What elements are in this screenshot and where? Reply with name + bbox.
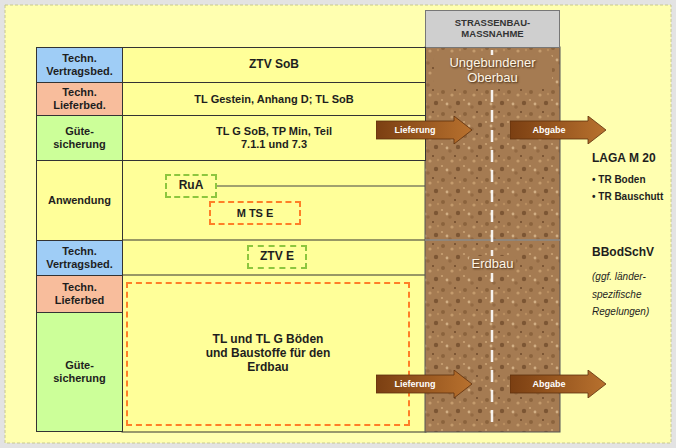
row-heading-cell: Anwendung — [36, 160, 123, 241]
header-box: STRASSENBAU- MASSNAHME — [425, 10, 560, 48]
row-heading-cell: Güte- sicherung — [36, 115, 123, 161]
soil-column — [425, 47, 560, 432]
regulation-item: • TR Bauschutt — [592, 191, 663, 203]
table-cell: ZTV SoB — [122, 47, 426, 83]
cell-text: M TS E — [237, 207, 274, 220]
arrow-label: Lieferung — [394, 379, 453, 389]
rule-box: RuA — [165, 174, 217, 198]
arrow-body — [376, 370, 472, 398]
row-heading-cell: Techn. Lieferbed — [36, 275, 123, 313]
arrow-label: Abgabe — [532, 379, 583, 389]
construction-layer: Erdbau — [425, 240, 560, 432]
cell-text: STRASSENBAU- MASSNAHME — [434, 18, 552, 40]
cell-text: ZTV E — [260, 250, 294, 264]
regulation-label: BBodSchV — [592, 245, 654, 259]
delivery-arrow: Lieferung — [376, 370, 472, 398]
cell-text: Techn. Lieferbed — [44, 281, 116, 306]
road-centre-line — [491, 50, 494, 430]
arrow-body — [510, 116, 606, 144]
rule-box: TL und TL G Böden und Baustoffe für den … — [126, 282, 410, 426]
connector-line — [217, 185, 425, 186]
panel — [5, 5, 671, 443]
table-cell: TL Gestein, Anhang D; TL SoB — [122, 82, 426, 116]
arrow-label: Abgabe — [532, 125, 583, 135]
cell-text: Techn. Vertragsbed. — [44, 245, 116, 270]
row-heading-cell: Güte- sicherung — [36, 312, 123, 432]
cell-text: ZTV SoB — [249, 58, 299, 72]
table-cell — [122, 240, 426, 276]
cell-text: RuA — [179, 179, 204, 193]
table-cell — [122, 160, 426, 241]
arrow-body — [376, 116, 472, 144]
cell-text: TL Gestein, Anhang D; TL SoB — [194, 93, 353, 106]
layer-name: Erdbau — [469, 256, 517, 273]
cell-text: Güte- sicherung — [44, 359, 116, 384]
disposal-arrow: Abgabe — [510, 116, 606, 144]
disposal-arrow: Abgabe — [510, 370, 606, 398]
rule-box: ZTV E — [247, 245, 307, 269]
layer-name: Ungebundener Oberbau — [434, 55, 552, 87]
row-heading-cell: Techn. Vertragsbed. — [36, 240, 123, 276]
delivery-arrow: Lieferung — [376, 116, 472, 144]
row-heading-cell: Techn. Lieferbed. — [36, 82, 123, 116]
regulation-item: • TR Boden — [592, 174, 646, 186]
cell-text: Anwendung — [48, 194, 111, 207]
row-heading-cell: Techn. Vertragsbed. — [36, 47, 123, 83]
table-cell — [122, 275, 426, 432]
arrow-body — [510, 370, 606, 398]
note-text: (ggf. länder- spezifische Regelungen) — [592, 268, 658, 321]
cell-text: Techn. Vertragsbed. — [44, 52, 116, 77]
cell-text: TL G SoB, TP Min, Teil 7.1.1 und 7.3 — [215, 125, 333, 150]
cell-text: TL und TL G Böden und Baustoffe für den … — [206, 333, 331, 374]
cell-text: Techn. Lieferbed. — [44, 86, 116, 111]
rule-box: M TS E — [209, 201, 301, 225]
cell-text: Güte- sicherung — [44, 125, 116, 150]
construction-layer: Ungebundener Oberbau — [425, 47, 560, 241]
regulation-label: LAGA M 20 — [592, 151, 656, 165]
arrow-label: Lieferung — [394, 125, 453, 135]
